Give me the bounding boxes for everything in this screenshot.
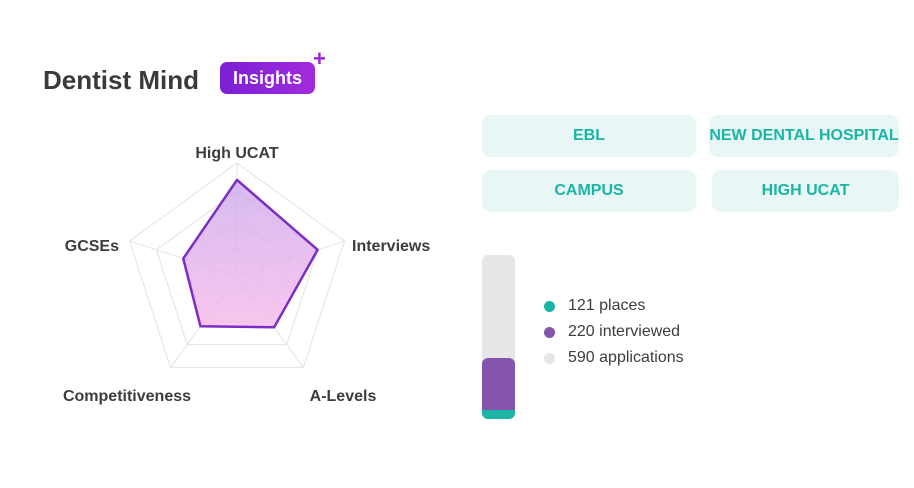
places-segment (482, 410, 515, 419)
legend-label-places: 121 places (568, 297, 646, 314)
radar-label-competitiveness: Competitiveness (63, 388, 191, 405)
plus-icon: + (313, 46, 326, 71)
legend-label-interviewed: 220 interviewed (568, 323, 681, 340)
legend-item-applications: 590 applications (544, 345, 684, 371)
radar-area (182, 178, 319, 329)
insights-badge: Insights (220, 62, 315, 94)
brand-name: Dentist Mind (43, 65, 199, 95)
tag-campus: CAMPUS (482, 170, 696, 212)
radar-label-gcses: GCSEs (65, 238, 119, 255)
tag-ebl: EBL (482, 115, 696, 157)
legend-item-places: 121 places (544, 293, 684, 319)
tag-new-dental-hospital: NEW DENTAL HOSPITAL (709, 115, 899, 157)
radar-grid-ring (128, 162, 346, 368)
interviewed-dot-icon (544, 326, 555, 338)
radar-label-a-levels: A-Levels (310, 388, 377, 405)
tag-high-ucat: HIGH UCAT (712, 170, 899, 212)
applications-dot-icon (544, 352, 555, 364)
applications-stack-bar (482, 255, 515, 419)
legend-item-interviewed: 220 interviewed (544, 319, 684, 345)
interviewed-segment (482, 358, 515, 410)
stats-legend: 121 places 220 interviewed 590 applicati… (544, 293, 684, 371)
legend-label-applications: 590 applications (568, 349, 684, 366)
radar-label-high-ucat: High UCAT (195, 145, 278, 162)
places-dot-icon (544, 300, 555, 312)
radar-label-interviews: Interviews (352, 238, 430, 255)
